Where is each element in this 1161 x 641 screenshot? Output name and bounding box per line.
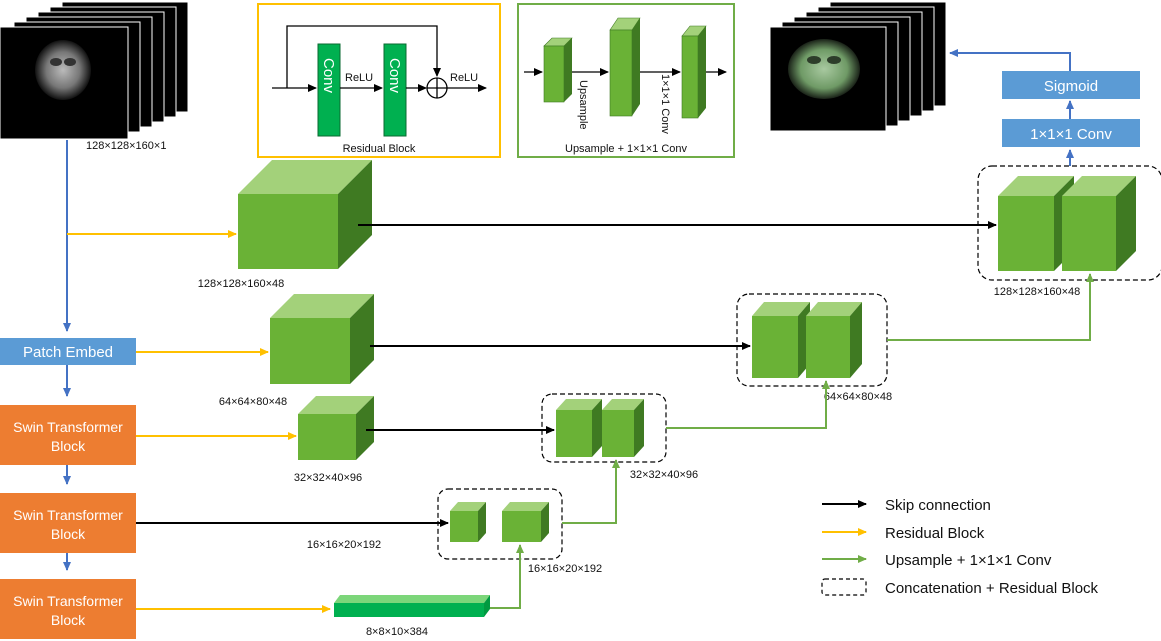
conv-layer-2 xyxy=(383,43,407,137)
swin-block-2-line1: Swin Transformer xyxy=(13,507,123,523)
upsample-arrow-2 xyxy=(562,459,620,524)
upsample-arrow-3 xyxy=(666,380,830,429)
legend-residual-label: Residual Block xyxy=(885,525,985,542)
dec1-dim-label: 128×128×160×48 xyxy=(994,286,1081,298)
legend-concat-swatch xyxy=(821,578,867,596)
swin-block-3 xyxy=(0,579,136,639)
conv111-inset-label: 1×1×1 Conv xyxy=(659,74,671,134)
legend: Skip connection Residual Block Upsample … xyxy=(821,497,1099,597)
sigmoid-label: Sigmoid xyxy=(1044,78,1098,95)
dec2-dim-label: 64×64×80×48 xyxy=(824,391,892,403)
residual-inset-title: Residual Block xyxy=(343,143,416,155)
upsample-label: Upsample xyxy=(577,80,589,130)
input-image-stack xyxy=(0,1,189,140)
relu-label-1: ReLU xyxy=(345,72,373,84)
swin-block-3-line1: Swin Transformer xyxy=(13,593,123,609)
upsample-inset: Upsample 1×1×1 Conv Upsample + 1×1×1 Con… xyxy=(517,3,735,158)
conv111-label: 1×1×1 Conv xyxy=(1030,126,1112,143)
legend-concat-label: Concatenation + Residual Block xyxy=(885,580,1099,597)
upsample-inset-title: Upsample + 1×1×1 Conv xyxy=(565,143,687,155)
patch-embed-block xyxy=(0,338,136,365)
addition-icon xyxy=(426,77,448,99)
enc2-dim-label: 64×64×80×48 xyxy=(219,396,287,408)
decoder-cube-3b xyxy=(602,399,644,457)
swin-block-2-line2: Block xyxy=(51,526,86,542)
swin-block-1-line1: Swin Transformer xyxy=(13,419,123,435)
conv-label-1: Conv xyxy=(320,58,337,94)
concat-group-3 xyxy=(541,393,667,463)
small-feature-slab xyxy=(543,37,573,103)
decoder-cube-1b xyxy=(1062,176,1136,271)
upsample-arrow-1 xyxy=(490,544,524,609)
relu-label-2: ReLU xyxy=(450,72,478,84)
dec3-dim-label: 32×32×40×96 xyxy=(630,469,698,481)
dec4-dim-label: 16×16×20×192 xyxy=(528,563,602,575)
sigmoid-block xyxy=(1002,71,1140,99)
decoder-cube-2b xyxy=(806,302,862,378)
brain-mri-image xyxy=(35,40,91,100)
output-image-stack xyxy=(769,1,947,132)
encoder-cube-1 xyxy=(238,160,372,269)
input-dim-label: 128×128×160×1 xyxy=(86,140,166,152)
decoder-cube-4b xyxy=(502,502,549,542)
bottleneck-slab xyxy=(334,595,490,617)
conv-layer-1 xyxy=(317,43,341,137)
swin-block-1-line2: Block xyxy=(51,438,86,454)
decoder-cube-3a xyxy=(556,399,602,457)
patch-embed-label: Patch Embed xyxy=(23,344,113,361)
head-arrow-3 xyxy=(949,49,1071,71)
swin-block-1 xyxy=(0,405,136,465)
encoder-cube-3 xyxy=(298,396,374,460)
decoder-cube-4a xyxy=(450,502,486,542)
upsampled-feature-slab xyxy=(609,17,641,117)
enc3-dim-label: 32×32×40×96 xyxy=(294,472,362,484)
enc4-dim-label: 16×16×20×192 xyxy=(307,539,381,551)
segmented-brain-image xyxy=(788,39,860,99)
swin-block-2 xyxy=(0,493,136,553)
decoder-cube-2a xyxy=(752,302,810,378)
conv-output-slab xyxy=(681,25,707,119)
residual-block-inset: Conv ReLU Conv ReLU Residual Block xyxy=(257,3,501,158)
legend-skip-label: Skip connection xyxy=(885,497,991,514)
conv111-block xyxy=(1002,119,1140,147)
upsample-arrow-4 xyxy=(887,273,1094,341)
concat-group-1 xyxy=(977,165,1161,281)
enc1-dim-label: 128×128×160×48 xyxy=(198,278,285,290)
bottleneck-dim-label: 8×8×10×384 xyxy=(366,626,428,638)
encoder-cube-2 xyxy=(270,294,374,384)
swin-block-3-line2: Block xyxy=(51,612,86,628)
conv-label-2: Conv xyxy=(386,58,403,94)
legend-upsample-label: Upsample + 1×1×1 Conv xyxy=(885,552,1052,569)
